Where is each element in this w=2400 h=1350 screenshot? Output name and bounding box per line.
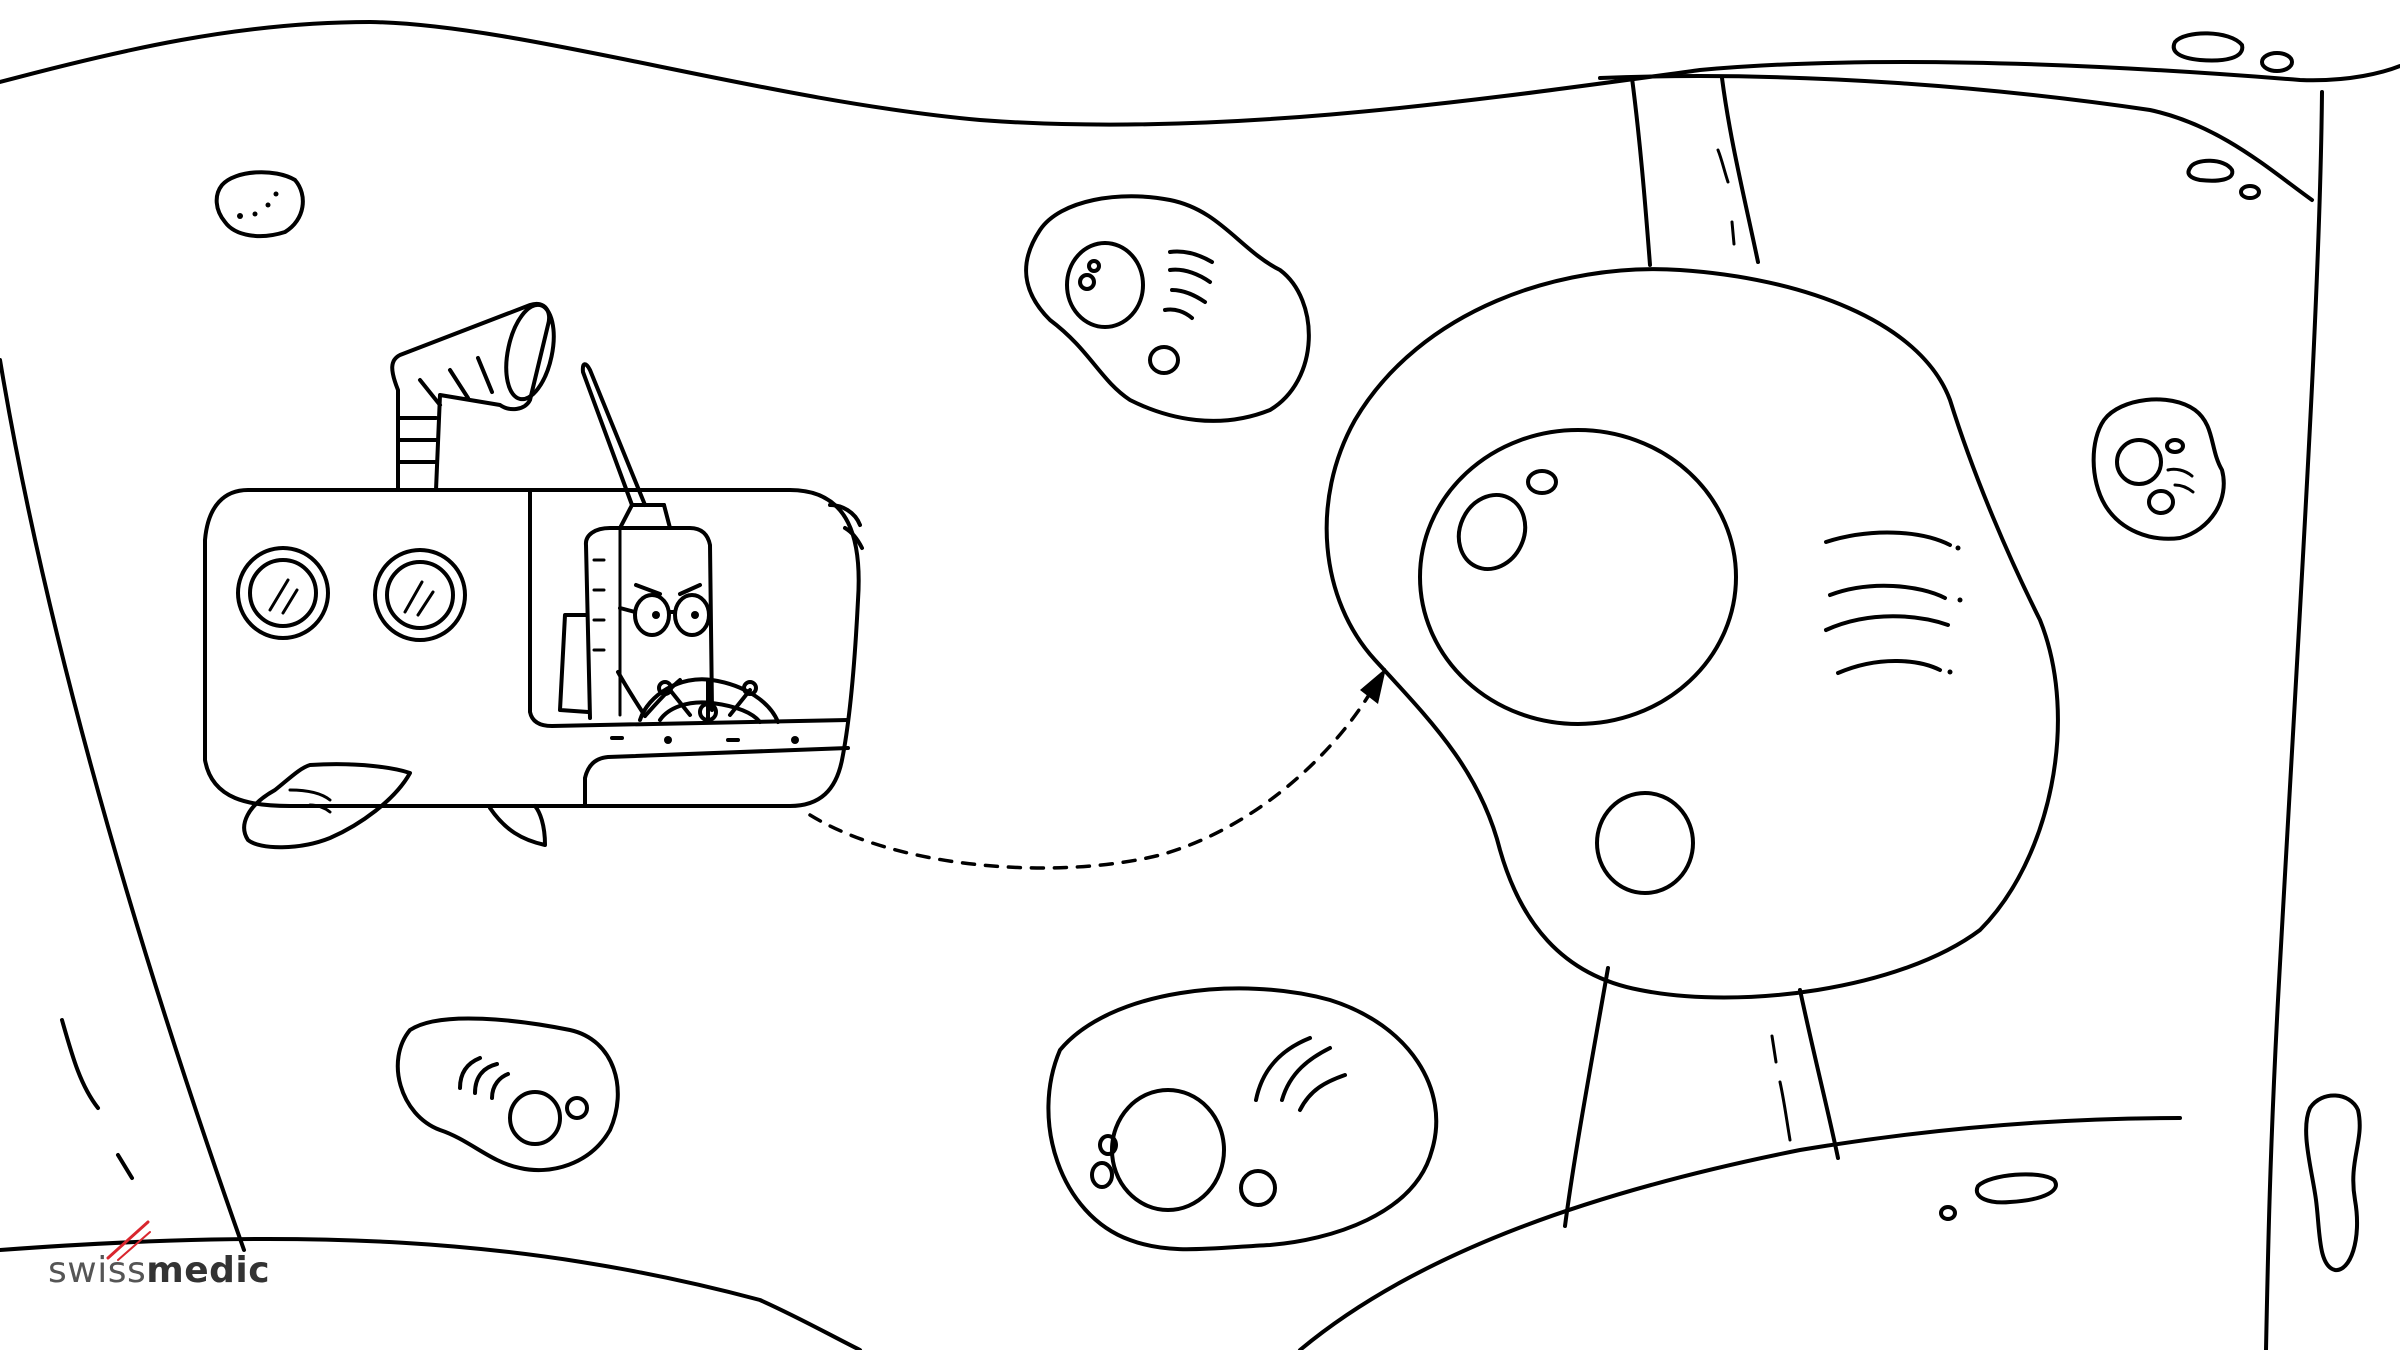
cell-bottom-middle bbox=[1046, 986, 1439, 1252]
submarine bbox=[203, 301, 864, 850]
cell-bottom-left bbox=[395, 1016, 620, 1173]
submarine-fin-front bbox=[242, 762, 412, 850]
logo-text-swiss: swiss bbox=[48, 1250, 147, 1291]
cell-right-small bbox=[2091, 397, 2226, 541]
vessel-wall-top bbox=[0, 20, 2400, 1350]
submarine-hull bbox=[203, 488, 861, 808]
nucleus bbox=[1418, 428, 1738, 726]
vessel-wall-left bbox=[0, 358, 246, 1252]
branch-vessel bbox=[1563, 76, 1840, 1228]
swissmedic-logo: swissmedic bbox=[48, 1250, 270, 1291]
pilot-antenna bbox=[580, 362, 647, 507]
blob-bottom-right bbox=[1939, 1093, 2362, 1272]
vessel-wall-bottom bbox=[0, 1116, 2182, 1350]
steering-wheel bbox=[638, 677, 780, 724]
pilot-glasses bbox=[633, 593, 671, 637]
cell-top-middle bbox=[1024, 194, 1311, 423]
cell-top-left-small bbox=[214, 170, 305, 239]
logo-text-medic: medic bbox=[146, 1250, 271, 1291]
logo-mark bbox=[106, 1220, 151, 1261]
large-cell bbox=[1324, 267, 2060, 1000]
path-arrow bbox=[808, 668, 1386, 870]
pilot-body bbox=[583, 526, 714, 720]
blob-top-right bbox=[2171, 31, 2294, 200]
